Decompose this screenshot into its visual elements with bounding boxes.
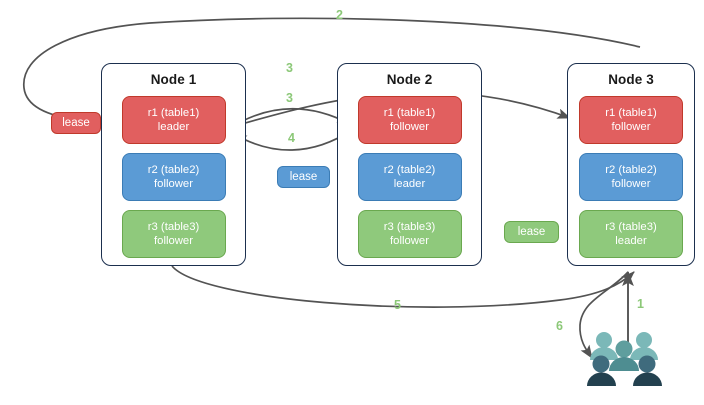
replica-role: follower xyxy=(611,178,651,190)
replica-node2-r2[interactable]: r2 (table2) leader xyxy=(357,153,462,201)
replica-name: r2 (table2) xyxy=(605,164,657,176)
replica-role: leader xyxy=(615,235,647,247)
replica-name: r3 (table3) xyxy=(605,221,657,233)
replica-node3-r2[interactable]: r2 (table2) follower xyxy=(579,153,683,201)
replica-name: r3 (table3) xyxy=(383,221,436,233)
replica-node3-r1[interactable]: r1 (table1) follower xyxy=(579,96,683,144)
arrow-step-3-to-node2 xyxy=(229,107,351,129)
lease-label: lease xyxy=(517,226,546,238)
step-label-5: 5 xyxy=(394,298,401,312)
replica-node1-r2[interactable]: r2 (table2) follower xyxy=(121,153,226,201)
replica-node2-r1[interactable]: r1 (table1) follower xyxy=(357,96,462,144)
lease-label: lease xyxy=(289,171,318,183)
arrow-step-5 xyxy=(171,265,635,308)
replica-role: follower xyxy=(390,235,429,247)
step-label-2: 2 xyxy=(336,8,343,22)
node-title-node1: Node 1 xyxy=(150,72,197,87)
replica-node2-r3[interactable]: r3 (table3) follower xyxy=(357,210,462,258)
node-title-node2: Node 2 xyxy=(386,72,433,87)
step-label-4: 4 xyxy=(288,131,295,145)
replica-role: follower xyxy=(611,121,651,133)
replica-name: r1 (table1) xyxy=(147,107,200,119)
replica-node1-r3[interactable]: r3 (table3) follower xyxy=(121,210,226,258)
users-group-icon xyxy=(587,332,662,386)
lease-pill-blue[interactable]: lease xyxy=(277,166,330,188)
replica-name: r2 (table2) xyxy=(383,164,436,176)
step-label-3a: 3 xyxy=(286,61,293,75)
replica-role: leader xyxy=(393,178,426,190)
node-container-node1[interactable]: Node 1 r1 (table1) leader r2 (table2) fo… xyxy=(101,63,246,266)
replica-name: r2 (table2) xyxy=(147,164,200,176)
replica-name: r3 (table3) xyxy=(147,221,200,233)
replica-name: r1 (table1) xyxy=(605,107,657,119)
replica-name: r1 (table1) xyxy=(383,107,436,119)
step-label-3b: 3 xyxy=(286,91,293,105)
replica-node3-r3[interactable]: r3 (table3) leader xyxy=(579,210,683,258)
step-label-6: 6 xyxy=(556,319,563,333)
step-label-1: 1 xyxy=(637,297,644,311)
replica-node1-r1[interactable]: r1 (table1) leader xyxy=(121,96,226,144)
lease-label: lease xyxy=(62,117,90,129)
lease-pill-red[interactable]: lease xyxy=(51,112,101,134)
replica-role: leader xyxy=(157,121,190,133)
replica-role: follower xyxy=(154,235,193,247)
node-container-node3[interactable]: Node 3 r1 (table1) follower r2 (table2) … xyxy=(567,63,695,266)
replica-role: follower xyxy=(154,178,193,190)
lease-pill-green[interactable]: lease xyxy=(504,221,559,243)
replica-role: follower xyxy=(390,121,429,133)
node-container-node2[interactable]: Node 2 r1 (table1) follower r2 (table2) … xyxy=(337,63,482,266)
node-title-node3: Node 3 xyxy=(608,72,654,87)
